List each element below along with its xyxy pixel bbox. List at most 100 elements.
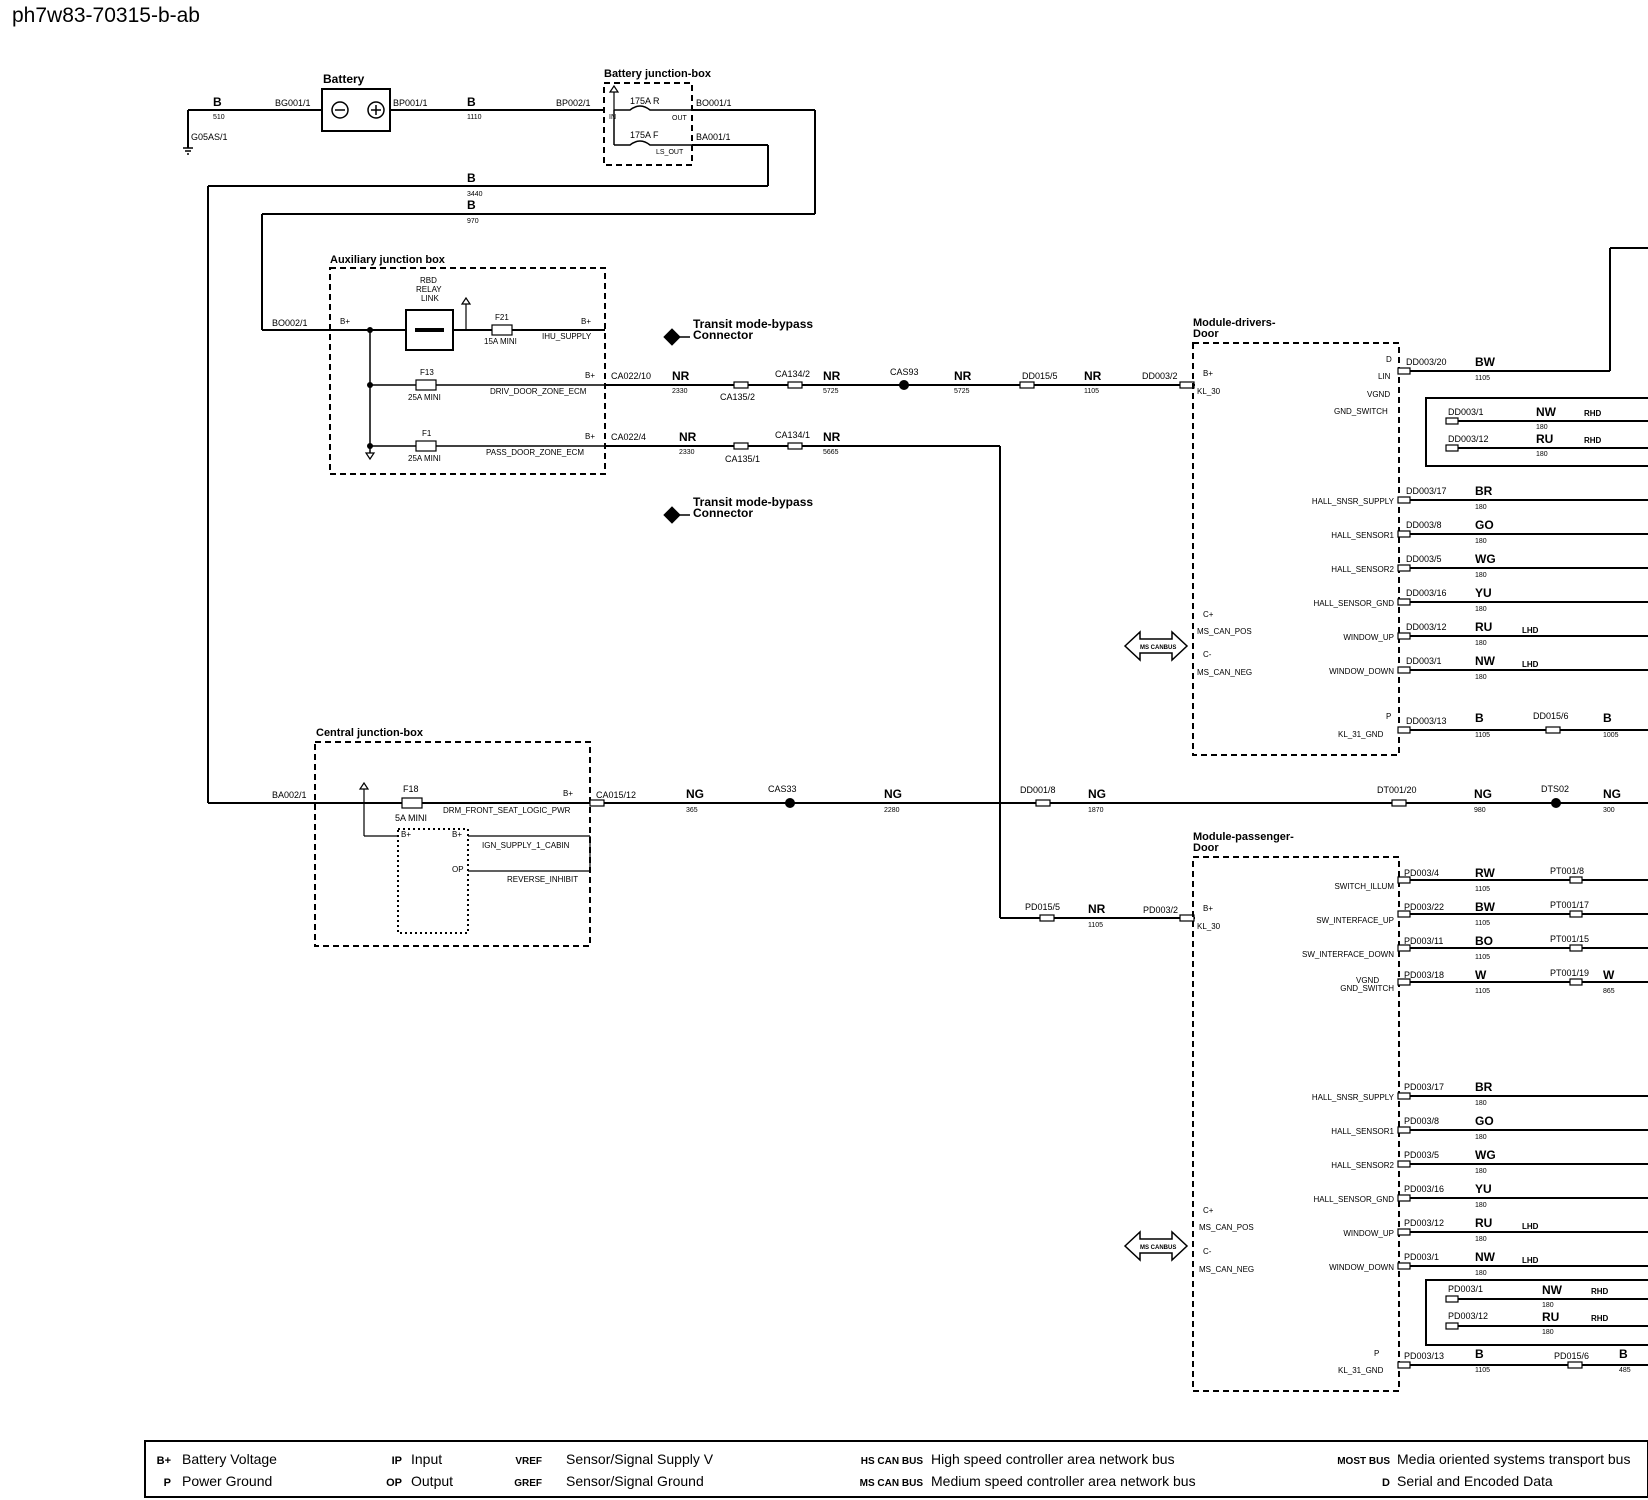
pas-can-neg: MS_CAN_NEG bbox=[1199, 1265, 1254, 1274]
r1-n3: 5725 bbox=[954, 388, 970, 395]
pas-pin-num: 180 bbox=[1475, 1168, 1487, 1175]
r1-c3: CA134/2 bbox=[775, 369, 810, 379]
legend-text: Output bbox=[411, 1473, 453, 1489]
pas-p-pin: P bbox=[1374, 1349, 1379, 1358]
drv-lin-conn: DD003/20 bbox=[1406, 357, 1447, 367]
cjb-inner-bplus: B+ bbox=[401, 830, 411, 839]
battery-pos-conn: BP001/1 bbox=[393, 98, 428, 108]
r2-c2: CA135/1 bbox=[725, 454, 760, 464]
drv-gnd-switch: GND_SWITCH bbox=[1334, 407, 1388, 416]
wire-row-2 bbox=[605, 442, 1195, 922]
legend-text: Media oriented systems transport bus bbox=[1397, 1451, 1630, 1467]
bjb-out-r: OUT bbox=[672, 115, 688, 122]
drv-pin-color: RU bbox=[1475, 620, 1492, 634]
pas-pin-tag: LHD bbox=[1522, 1256, 1539, 1265]
ng-w3: NG bbox=[1088, 787, 1106, 801]
r2-n1: 2330 bbox=[679, 449, 695, 456]
ajb-pass: PASS_DOOR_ZONE_ECM bbox=[486, 448, 584, 457]
pas-sw-num2: 865 bbox=[1603, 988, 1615, 995]
pas-pin-num: 180 bbox=[1475, 1100, 1487, 1107]
pas-rhd0-tag: RHD bbox=[1591, 1287, 1609, 1296]
passenger-door-module bbox=[1123, 856, 1648, 1392]
pas-rhd0-conn: PD003/1 bbox=[1448, 1284, 1483, 1294]
pas-title2: Door bbox=[1193, 842, 1219, 854]
pas-rhd0-num: 180 bbox=[1542, 1302, 1554, 1309]
drv-rhd0-tag: RHD bbox=[1584, 409, 1602, 418]
r1-c5: DD003/2 bbox=[1142, 371, 1178, 381]
ajb-f21: F21 bbox=[495, 313, 509, 322]
pas-pin-label: WINDOW_DOWN bbox=[1329, 1263, 1394, 1272]
pas-in-num: 1105 bbox=[1088, 922, 1103, 929]
pas-sw-connector bbox=[1397, 876, 1411, 884]
bjb-in-conn: BP002/1 bbox=[556, 98, 591, 108]
legend-abbr: VREF bbox=[515, 1456, 542, 1467]
cjb-rev: REVERSE_INHIBIT bbox=[507, 875, 578, 884]
pas-pin-connector bbox=[1397, 1194, 1411, 1202]
cjb-f18-rating: 5A MINI bbox=[395, 813, 427, 823]
pas-rhd1-tag: RHD bbox=[1591, 1314, 1609, 1323]
drv-pin-num: 180 bbox=[1475, 674, 1487, 681]
legend-text: Input bbox=[411, 1451, 442, 1467]
r1-c1: CA022/10 bbox=[611, 371, 651, 381]
ajb-in-conn: BO002/1 bbox=[272, 318, 308, 328]
drv-pin-label: HALL_SENSOR_GND bbox=[1314, 599, 1395, 608]
legend-abbr: D bbox=[1382, 1477, 1390, 1489]
drv-pin-connector bbox=[1397, 496, 1411, 504]
drv-lin-wire: BW bbox=[1475, 355, 1496, 369]
drv-pin-num: 180 bbox=[1475, 538, 1487, 545]
pas-pin-color: GO bbox=[1475, 1114, 1494, 1128]
legend-abbr: B+ bbox=[157, 1455, 171, 1467]
ajb-pass-pin: B+ bbox=[585, 432, 595, 441]
ng-n4: 980 bbox=[1474, 807, 1486, 814]
transit-connector-2 bbox=[663, 506, 690, 524]
drv-pin-tag: LHD bbox=[1522, 626, 1539, 635]
cjb-inner-bplus2: B+ bbox=[452, 830, 462, 839]
legend-text: Sensor/Signal Ground bbox=[566, 1473, 704, 1489]
legend-abbr: OP bbox=[386, 1477, 402, 1489]
pas-sw-label: SW_INTERFACE_DOWN bbox=[1302, 950, 1394, 959]
pas-sw-conn: PD003/4 bbox=[1404, 868, 1439, 878]
pas-pin-num: 180 bbox=[1475, 1270, 1487, 1277]
bjb-fuse-f: 175A F bbox=[630, 130, 659, 140]
drv-pin-conn: DD003/1 bbox=[1406, 656, 1442, 666]
pas-sw-num: 1105 bbox=[1475, 954, 1490, 961]
bjb-in-label: IN bbox=[609, 114, 616, 121]
pas-sw-color: RW bbox=[1475, 866, 1495, 880]
drv-pin-num: 180 bbox=[1475, 606, 1487, 613]
drv-pin-connector bbox=[1397, 564, 1411, 572]
drv-lin: LIN bbox=[1378, 372, 1391, 381]
pas-sw-connector2 bbox=[1569, 978, 1583, 986]
drv-rhd1-color: RU bbox=[1536, 432, 1553, 446]
pas-sw-label: SWITCH_ILLUM bbox=[1334, 882, 1394, 891]
bjb-conn-f: BA001/1 bbox=[696, 132, 731, 142]
r1-n4: 1105 bbox=[1084, 388, 1099, 395]
pas-vgnd: VGND bbox=[1356, 976, 1379, 985]
legend-abbr: MS CAN BUS bbox=[860, 1478, 924, 1489]
pas-pin-num: 180 bbox=[1475, 1236, 1487, 1243]
splice-dts02 bbox=[1551, 798, 1561, 808]
legend-text: Sensor/Signal Supply V bbox=[566, 1451, 714, 1467]
drv-pin-connector bbox=[1397, 598, 1411, 606]
drv-pin-conn: DD003/12 bbox=[1406, 622, 1447, 632]
bjb-wire1-color: B bbox=[467, 171, 476, 185]
pas-sw-connector bbox=[1397, 978, 1411, 986]
drv-pin-conn: DD003/16 bbox=[1406, 588, 1447, 598]
drv-pin-color: WG bbox=[1475, 552, 1496, 566]
drv-rhd1-conn: DD003/12 bbox=[1448, 434, 1489, 444]
drv-can-neg: MS_CAN_NEG bbox=[1197, 668, 1252, 677]
cjb-ign: IGN_SUPPLY_1_CABIN bbox=[482, 841, 570, 850]
ng-w1: NG bbox=[686, 787, 704, 801]
r1-w2: NR bbox=[823, 369, 841, 383]
pas-sw-connector2 bbox=[1569, 944, 1583, 952]
pas-bplus: B+ bbox=[1203, 904, 1213, 913]
r2-n2: 5665 bbox=[823, 449, 839, 456]
pas-pin-connector bbox=[1397, 1160, 1411, 1168]
bjb-fuse-r: 175A R bbox=[630, 96, 660, 106]
pas-gnd-conn: PD003/13 bbox=[1404, 1351, 1444, 1361]
drv-cminus: C- bbox=[1203, 650, 1212, 659]
battery-junction-box bbox=[207, 82, 816, 803]
ajb-f21-rating: 15A MINI bbox=[484, 337, 517, 346]
cjb-drm: DRM_FRONT_SEAT_LOGIC_PWR bbox=[443, 806, 571, 815]
drv-d-pin: D bbox=[1386, 355, 1392, 364]
splice-cas33 bbox=[785, 798, 795, 808]
